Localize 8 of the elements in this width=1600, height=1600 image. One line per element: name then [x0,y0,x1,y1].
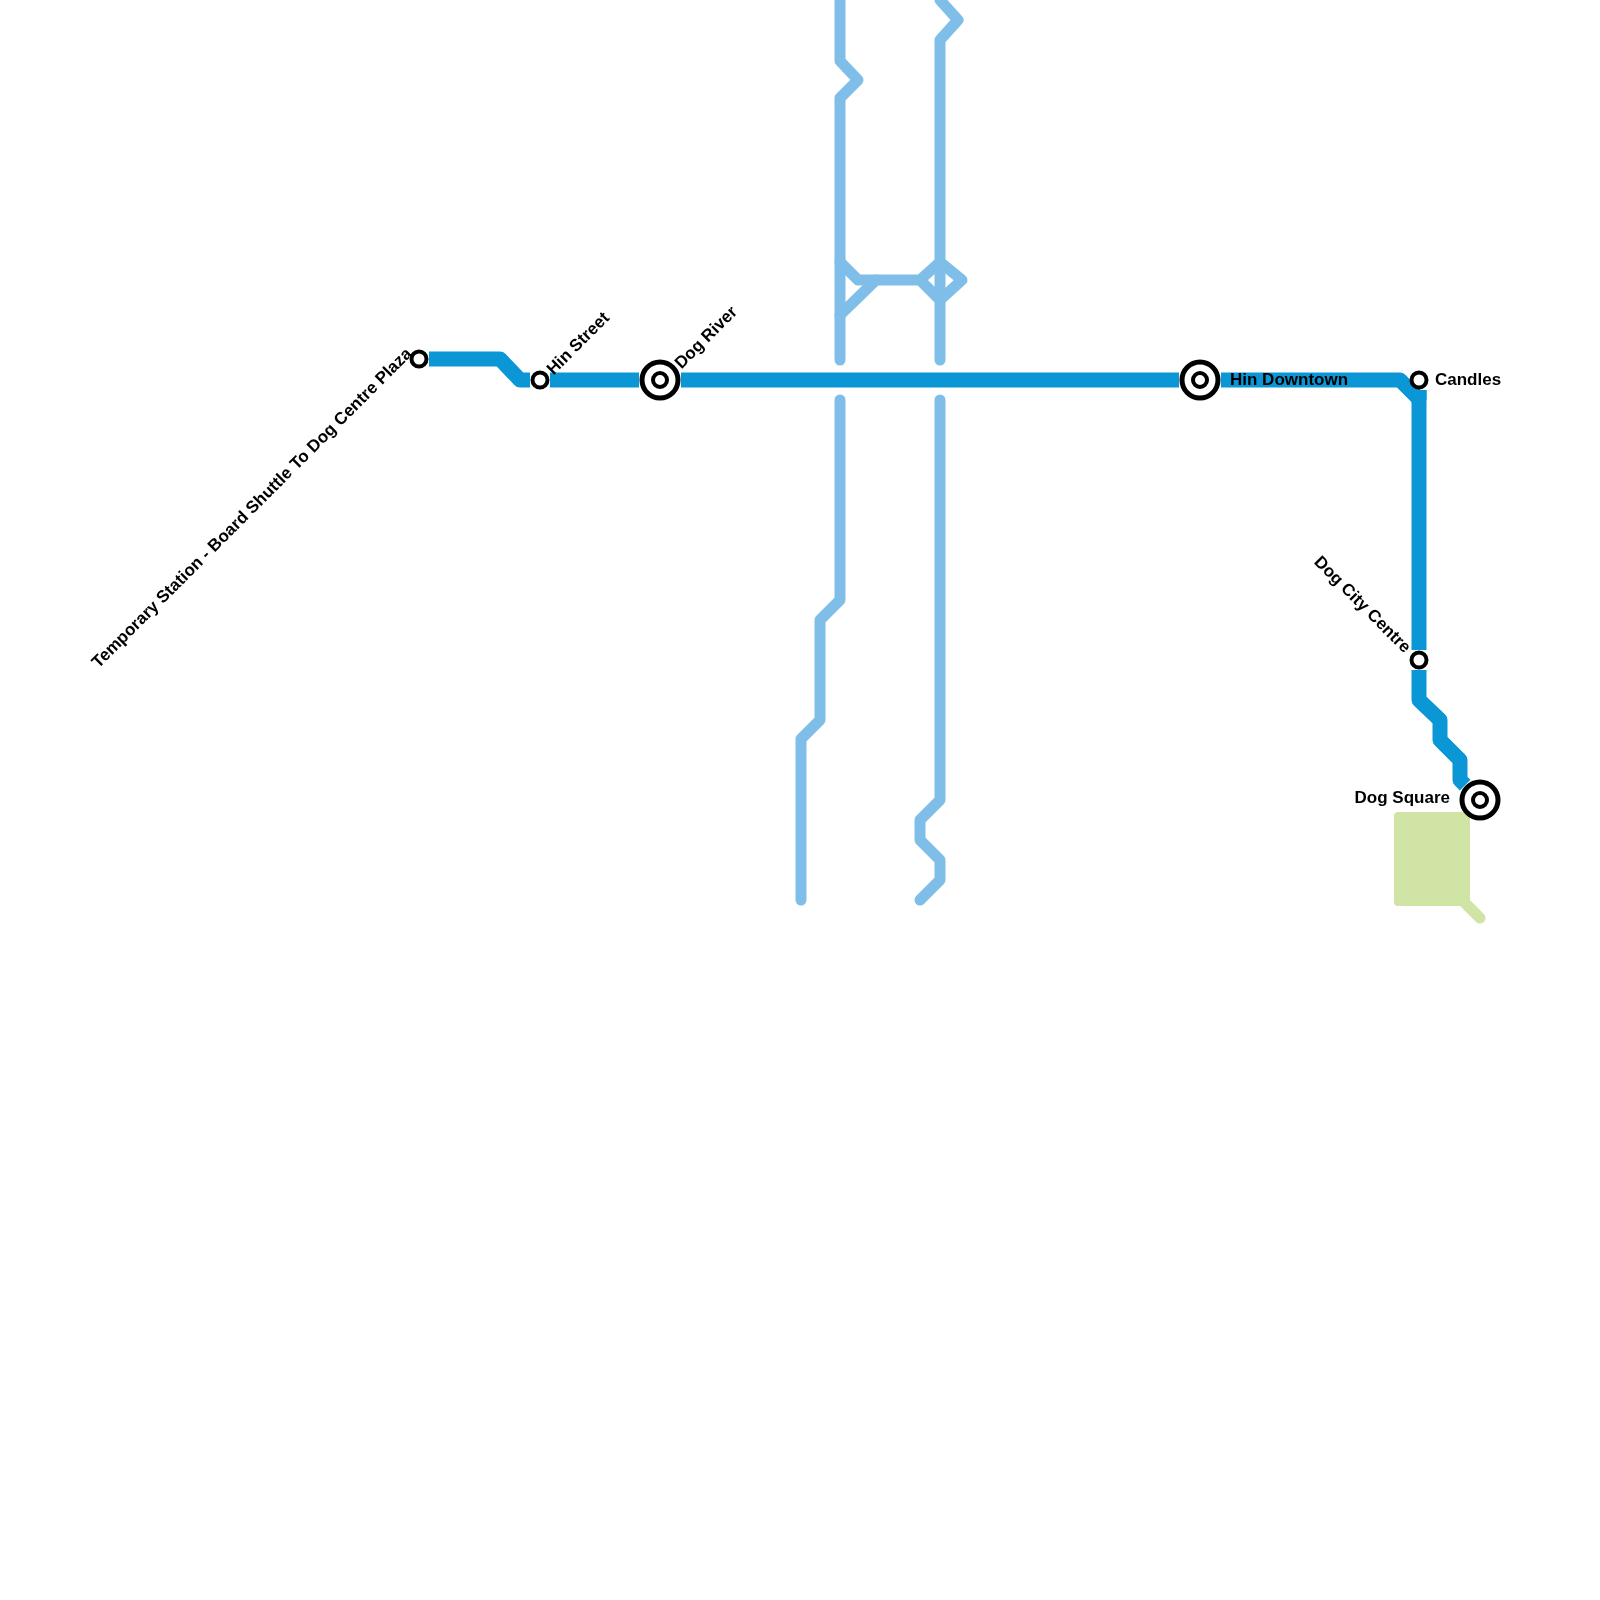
rail-line [681,372,1179,388]
station-label: Hin Downtown [1230,369,1349,391]
rail-line [550,372,639,388]
rail-line [1411,390,1427,650]
station-label: Candles [1435,369,1502,391]
rail-line [429,351,530,388]
station-label: Dog Square [1354,787,1450,809]
rail-line [1411,670,1471,791]
